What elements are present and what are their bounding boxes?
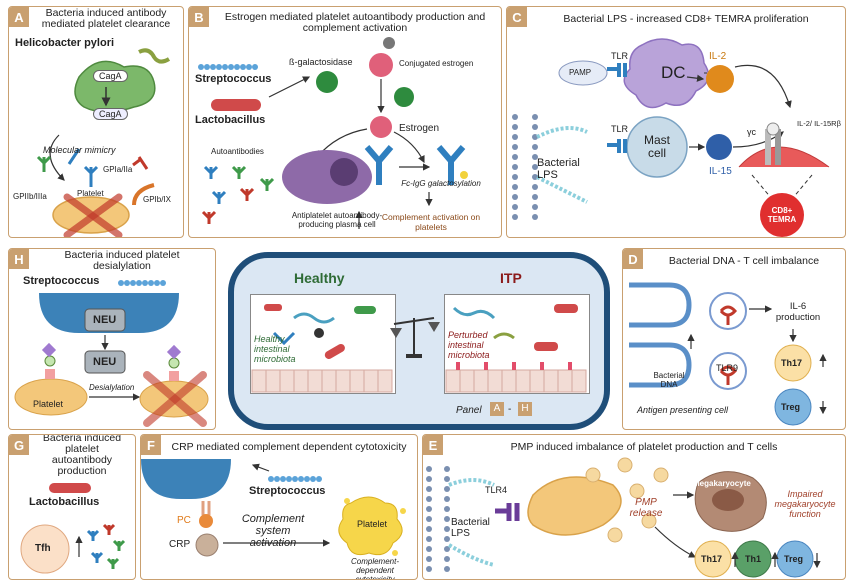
panel-b-art bbox=[198, 37, 468, 229]
tlr9-label: TLR9 bbox=[716, 363, 739, 373]
megakaryocyte-label: Megakaryocyte bbox=[693, 479, 751, 488]
panel-title: Bacterial LPS - increased CD8+ TEMRA pro… bbox=[563, 12, 809, 25]
il6-label: IL-6 production bbox=[775, 301, 821, 323]
panel-title: CRP mediated complement dependent cytoto… bbox=[171, 440, 407, 453]
panel-d: D Bacterial DNA - T cell imbalance IL-6 … bbox=[622, 248, 846, 430]
bgal-label: ß-galactosidase bbox=[289, 57, 353, 67]
panel-title: Bacterial DNA - T cell imbalance bbox=[668, 254, 820, 267]
healthy-microbiota-label: Healthy intestinal microbiota bbox=[254, 334, 296, 364]
panel-title: PMP induced imbalance of platelet produc… bbox=[510, 440, 778, 453]
lps-label: Bacterial LPS bbox=[451, 517, 490, 539]
panel-letter: H bbox=[9, 249, 29, 269]
panel-d-art bbox=[629, 282, 827, 426]
pmp-release-label: PMP release bbox=[629, 497, 663, 519]
panel-title: Bacteria induced platelet desialylation bbox=[64, 249, 180, 272]
desialylation-label: Desialylation bbox=[89, 383, 135, 392]
panel-b: B Estrogen mediated platelet autoantibod… bbox=[188, 6, 502, 238]
panel-letter: D bbox=[623, 249, 643, 269]
panel-ref-h: H bbox=[518, 402, 532, 416]
healthy-title: Healthy bbox=[294, 270, 345, 286]
lactobacillus-label: Lactobacillus bbox=[29, 496, 100, 508]
panel-f-art bbox=[141, 459, 406, 557]
panel-letter: B bbox=[189, 7, 209, 27]
fcigg-label: Fc-IgG galactosylation bbox=[401, 179, 481, 188]
panel-title: Bacteria induced platelet autoantibody p… bbox=[42, 434, 122, 477]
il2r-label: IL-2/ IL-15Rβ bbox=[797, 119, 841, 128]
pc-label: PC bbox=[177, 515, 191, 526]
panel-c-art bbox=[512, 38, 830, 237]
gpibix-label: GPIb/IX bbox=[143, 195, 172, 204]
cd8-temra-label: CD8+ TEMRA bbox=[767, 206, 797, 224]
panel-title: Bacteria induced antibody mediated plate… bbox=[41, 7, 171, 30]
lactobacillus-label: Lactobacillus bbox=[195, 114, 266, 126]
panel-c: C Bacterial LPS - increased CD8+ TEMRA p… bbox=[506, 6, 846, 238]
panel-h-art bbox=[14, 280, 209, 427]
il15-label: IL-15 bbox=[709, 166, 732, 177]
panel-a: A Bacteria induced antibody mediated pla… bbox=[8, 6, 184, 238]
complement-activation-label: Complement system activation bbox=[241, 513, 305, 549]
panel-ref-label: Panel bbox=[456, 405, 482, 416]
neu-label-1: NEU bbox=[93, 314, 117, 326]
platelet-label: Platelet bbox=[33, 399, 64, 409]
bacterial-dna-label: Bacterial DNA bbox=[653, 371, 685, 389]
lps-label: Bacterial LPS bbox=[537, 157, 580, 181]
gpiibiiia-label: GPIIb/IIIa bbox=[13, 192, 47, 201]
streptococcus-label: Streptococcus bbox=[23, 275, 100, 287]
th17-label: Th17 bbox=[701, 554, 723, 564]
complement-label: Complement activation on platelets bbox=[381, 212, 481, 232]
autoantibodies-label: Autoantibodies bbox=[211, 147, 264, 156]
panel-g: G Bacteria induced platelet autoantibody… bbox=[8, 434, 136, 580]
estrogen-label: Estrogen bbox=[399, 123, 440, 134]
panel-ref-dash: - bbox=[508, 404, 512, 415]
mimicry-label: Molecular mimicry bbox=[43, 145, 116, 155]
panel-ref-a: A bbox=[490, 402, 504, 416]
panel-letter: C bbox=[507, 7, 527, 27]
platelet-label: Platelet bbox=[77, 189, 104, 198]
tlr-label-2: TLR bbox=[611, 124, 629, 134]
caga-label-2: CagA bbox=[93, 108, 128, 120]
panel-letter: F bbox=[141, 435, 161, 455]
impaired-label: Impaired megakaryocyte function bbox=[774, 489, 836, 519]
cdc-label: Complement-dependent cytotoxicity bbox=[350, 557, 399, 580]
panel-letter: G bbox=[9, 435, 29, 455]
th17-label: Th17 bbox=[781, 358, 803, 368]
tlr-label-1: TLR bbox=[611, 51, 629, 61]
mast-cell-label: Mast cell bbox=[643, 133, 670, 160]
conj-estrogen-label: Conjugated estrogen bbox=[399, 59, 474, 68]
pamp-label: PAMP bbox=[569, 68, 592, 77]
caga-label-1: CagA bbox=[93, 70, 128, 82]
itp-title: ITP bbox=[500, 270, 522, 286]
h-pylori-label: Helicobacter pylori bbox=[15, 37, 115, 49]
streptococcus-label: Streptococcus bbox=[249, 485, 326, 497]
dc-label: DC bbox=[661, 63, 686, 82]
panel-e-art bbox=[426, 457, 821, 578]
panel-letter: A bbox=[9, 7, 29, 27]
tfh-label: Tfh bbox=[35, 543, 51, 554]
th1-label: Th1 bbox=[745, 554, 762, 564]
itp-microbiota-label: Perturbed intestinal microbiota bbox=[448, 330, 490, 360]
gpiaiia-label: GPIa/IIa bbox=[103, 165, 133, 174]
il2-label: IL-2 bbox=[709, 51, 727, 62]
crp-label: CRP bbox=[169, 539, 191, 550]
plasma-cell-label: Antiplatelet autoantibody-producing plas… bbox=[291, 211, 383, 229]
streptococcus-label: Streptococcus bbox=[195, 73, 272, 85]
panel-title: Estrogen mediated platelet autoantibody … bbox=[224, 11, 486, 34]
panel-f: F CRP mediated complement dependent cyto… bbox=[140, 434, 418, 580]
platelet-label: Platelet bbox=[357, 519, 388, 529]
treg-label: Treg bbox=[781, 402, 801, 412]
panel-e: E PMP induced imbalance of platelet prod… bbox=[422, 434, 846, 580]
gamma-c-label: γc bbox=[747, 127, 756, 137]
panel-h: H Bacteria induced platelet desialylatio… bbox=[8, 248, 216, 430]
apc-label: Antigen presenting cell bbox=[637, 405, 729, 415]
center-overview: Healthy ITP Healthy intestinal microbiot… bbox=[228, 252, 610, 430]
treg-label: Treg bbox=[784, 554, 804, 564]
panel-letter: E bbox=[423, 435, 443, 455]
center-art bbox=[251, 304, 587, 393]
tlr4-label: TLR4 bbox=[485, 485, 508, 495]
panel-g-art bbox=[20, 483, 126, 574]
neu-label-2: NEU bbox=[93, 356, 117, 368]
